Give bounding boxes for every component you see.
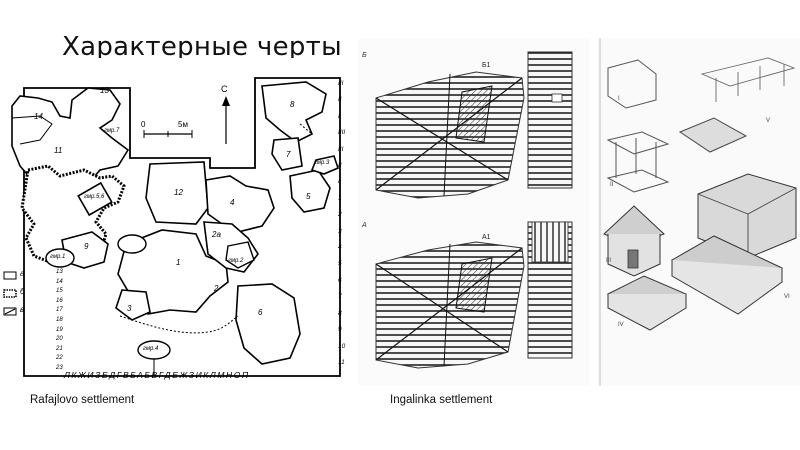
house-label: 1 bbox=[176, 258, 181, 267]
right-ruler-tick: II bbox=[338, 96, 342, 104]
pit-label: гмр.7 bbox=[104, 128, 120, 134]
right-ruler-tick: I bbox=[338, 178, 340, 186]
ingalinka-plan-drawing bbox=[375, 51, 573, 369]
right-ruler-tick: 10 bbox=[338, 342, 346, 350]
left-ruler-tick: 18 bbox=[56, 316, 63, 323]
left-ruler-tick: 23 bbox=[56, 364, 63, 371]
pit-label: гмр.3 bbox=[314, 160, 330, 166]
roman-label: I bbox=[618, 96, 620, 102]
house-label: Б1 bbox=[482, 62, 491, 69]
right-ruler-tick: III bbox=[338, 145, 344, 153]
pit-label: гмр.2 bbox=[228, 258, 244, 264]
roman-label: IV bbox=[618, 322, 624, 328]
upper-plan bbox=[375, 51, 573, 199]
right-ruler-tick: 2 bbox=[338, 211, 342, 219]
panel-label: A bbox=[362, 222, 367, 229]
lower-plan bbox=[375, 221, 573, 369]
right-ruler-tick: II bbox=[338, 162, 342, 170]
house-label: 6 bbox=[258, 308, 263, 317]
right-ruler-tick: 1 bbox=[338, 194, 342, 202]
legend-label: а bbox=[20, 269, 25, 278]
left-ruler-tick: 15 bbox=[56, 288, 63, 295]
right-ruler-tick: 5 bbox=[338, 260, 342, 268]
house-label: 14 bbox=[34, 112, 43, 121]
right-ruler-tick: 7 bbox=[338, 293, 342, 301]
right-ruler-tick: III bbox=[338, 80, 344, 87]
house-label: 5 bbox=[306, 192, 311, 201]
left-ruler-tick: 16 bbox=[56, 297, 63, 304]
panel-label: Б bbox=[362, 52, 367, 59]
roman-label: VI bbox=[784, 294, 790, 300]
pit-label: гмр.5,6 bbox=[84, 194, 105, 200]
ingalinka-plan-figure: Б A Б1 А1 bbox=[358, 38, 590, 386]
right-ruler-tick: 8 bbox=[338, 309, 342, 317]
right-ruler-tick: 6 bbox=[338, 276, 342, 284]
left-ruler-tick: 14 bbox=[56, 278, 63, 285]
ingalinka-caption: Ingalinka settlement bbox=[390, 394, 493, 406]
roman-label: II bbox=[610, 182, 614, 188]
right-ruler: III II I IIII III II I 1 2 3 4 5 6 7 8 9… bbox=[338, 76, 352, 371]
slide-title: Характерные черты п bbox=[62, 32, 352, 62]
house-label: 7 bbox=[286, 150, 291, 159]
rafajlovo-caption: Rafajlovo settlement bbox=[30, 394, 135, 406]
reconstruction-drawing bbox=[599, 38, 797, 386]
house-label: А1 bbox=[482, 234, 491, 241]
left-ruler-tick: 22 bbox=[56, 355, 63, 362]
house-label: 8 bbox=[290, 100, 295, 109]
roman-label: V bbox=[766, 118, 771, 124]
right-ruler-tick: I bbox=[338, 112, 340, 120]
house-label: 3 bbox=[127, 304, 132, 313]
roman-label: III bbox=[606, 258, 612, 264]
right-ruler-tick: 4 bbox=[338, 244, 342, 252]
legend-label: в bbox=[20, 305, 25, 314]
rafajlovo-plan-figure: С 0 5м 13 14 11 12 4 2a 1 3 6 7 8 5 9 2 … bbox=[0, 58, 352, 388]
scale-end-label: 5м bbox=[178, 120, 188, 129]
left-ruler-tick: 21 bbox=[56, 345, 63, 352]
pit-label: гмр.1 bbox=[50, 254, 66, 260]
ingalinka-reconstruction-figure: I II III IV V VI bbox=[598, 38, 800, 386]
house-label: 2a bbox=[212, 230, 221, 239]
rafajlovo-plan-drawing bbox=[3, 77, 341, 377]
house-label: 4 bbox=[230, 198, 235, 207]
house-label: 11 bbox=[54, 146, 63, 155]
left-ruler-tick: 17 bbox=[56, 307, 63, 314]
left-ruler-tick: 13 bbox=[56, 269, 63, 275]
left-ruler-tick: 19 bbox=[56, 326, 63, 333]
left-ruler-tick: 20 bbox=[56, 336, 63, 343]
right-ruler-tick: 11 bbox=[338, 358, 345, 366]
right-ruler-tick: 3 bbox=[338, 227, 342, 235]
right-ruler-tick: 9 bbox=[338, 326, 342, 334]
pit-label: гмр.4 bbox=[143, 346, 159, 352]
compass-label: С bbox=[221, 84, 228, 94]
house-label: 2 bbox=[214, 284, 219, 293]
scale-zero-label: 0 bbox=[141, 120, 146, 129]
house-label: 13 bbox=[100, 86, 109, 95]
legend-label: б bbox=[20, 287, 25, 296]
left-ruler: 13 14 15 16 17 18 19 20 21 22 23 bbox=[56, 268, 70, 374]
house-label: 12 bbox=[174, 188, 183, 197]
right-ruler-tick: IIII bbox=[338, 129, 346, 137]
house-label: 9 bbox=[84, 242, 89, 251]
bottom-ruler: ЛКЖИЗЕДГВБАБВГДЕЖЗИКЛМНОП bbox=[64, 370, 250, 380]
